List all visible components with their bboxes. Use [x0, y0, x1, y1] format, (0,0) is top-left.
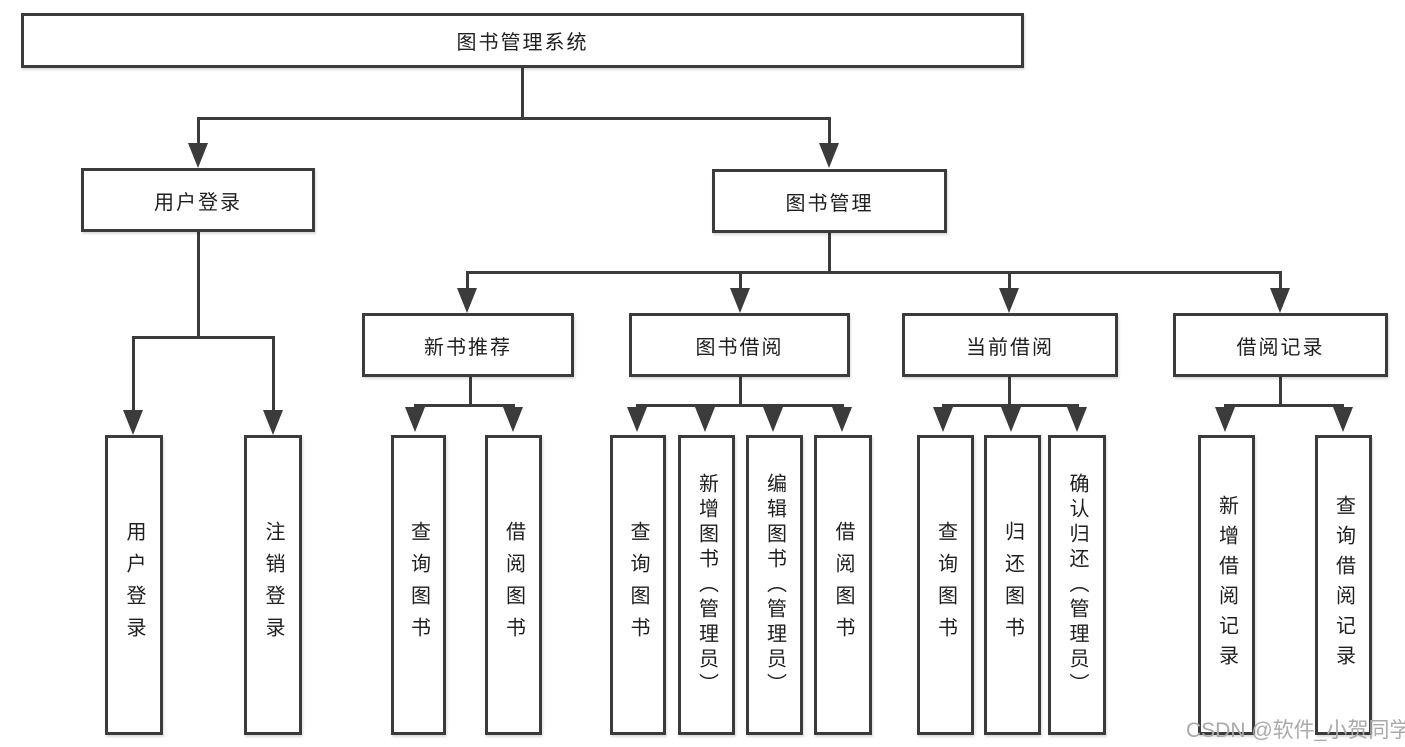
arrow-to-book-borrow — [730, 288, 750, 313]
node-book-borrowing: 图书借阅 — [629, 313, 850, 377]
arrow-to-br-query — [1333, 407, 1353, 432]
connector-book-management-stem — [828, 233, 831, 271]
connector-user-login-rail — [132, 336, 275, 339]
leaf-cb-query-books: 查询图书 — [917, 435, 974, 735]
arrow-to-bb-edit — [763, 407, 783, 432]
arrow-to-nb-borrow — [503, 407, 523, 432]
connector-current-borrow-stem — [1008, 377, 1011, 404]
arrow-to-borrow-records — [1270, 288, 1290, 313]
connector-drop-borrow-records — [1279, 273, 1282, 289]
node-book-management: 图书管理 — [712, 169, 947, 233]
leaf-bb-add-books-admin: 新增图书（管理员） — [678, 435, 735, 735]
connector-borrow-records-rail — [1224, 404, 1344, 407]
csdn-watermark: CSDN @软件_小贺同学 — [1186, 719, 1405, 742]
leaf-br-query-record: 查询借阅记录 — [1315, 435, 1372, 735]
node-current-borrowing: 当前借阅 — [902, 313, 1118, 377]
leaf-br-add-record: 新增借阅记录 — [1198, 435, 1255, 735]
leaf-bb-edit-books-admin: 编辑图书（管理员） — [746, 435, 803, 735]
leaf-bb-borrow-books: 借阅图书 — [814, 435, 872, 735]
arrow-to-user-login — [188, 143, 208, 168]
arrow-to-new-book — [457, 288, 477, 313]
leaf-nb-query-books: 查询图书 — [391, 435, 446, 735]
leaf-nb-borrow-books: 借阅图书 — [485, 435, 542, 735]
leaf-cb-return-books: 归还图书 — [984, 435, 1041, 735]
connector-drop-new-book — [466, 273, 469, 289]
arrow-to-book-management — [819, 143, 839, 168]
node-new-book-recommend: 新书推荐 — [362, 313, 574, 377]
arrow-to-leaf-logout — [263, 410, 283, 435]
connector-drop-user-login — [197, 119, 200, 145]
node-library-management-system: 图书管理系统 — [21, 13, 1024, 68]
leaf-user-login: 用户登录 — [105, 435, 163, 735]
connector-book-borrow-stem — [739, 377, 742, 404]
node-user-login: 用户登录 — [81, 168, 315, 232]
connector-current-borrow-rail — [942, 404, 1079, 407]
connector-root-stem — [521, 68, 524, 118]
arrow-to-nb-query — [405, 407, 425, 432]
connector-book-management-rail — [466, 271, 1282, 274]
connector-drop-leaf-logout — [272, 338, 275, 412]
connector-book-borrow-rail — [636, 404, 844, 407]
connector-drop-current-borrow — [1008, 273, 1011, 289]
connector-drop-book-management — [828, 119, 831, 145]
connector-drop-leaf-user-login — [132, 338, 135, 412]
node-borrowing-records: 借阅记录 — [1173, 313, 1388, 377]
arrow-to-current-borrow — [999, 288, 1019, 313]
arrow-to-bb-query — [627, 407, 647, 432]
leaf-logout-login: 注销登录 — [244, 435, 302, 735]
connector-borrow-records-stem — [1279, 377, 1282, 404]
arrow-to-br-add — [1215, 407, 1235, 432]
arrow-to-cb-query — [933, 407, 953, 432]
connector-drop-book-borrow — [739, 273, 742, 289]
connector-root-rail — [197, 117, 831, 120]
connector-user-login-stem — [197, 232, 200, 336]
connector-new-book-stem — [469, 377, 472, 404]
arrow-to-cb-return — [1001, 407, 1021, 432]
arrow-to-bb-add — [695, 407, 715, 432]
arrow-to-cb-confirm — [1067, 407, 1087, 432]
leaf-bb-query-books: 查询图书 — [610, 435, 666, 735]
arrow-to-bb-borrow — [832, 407, 852, 432]
connector-new-book-rail — [414, 404, 515, 407]
arrow-to-leaf-user-login — [123, 410, 143, 435]
leaf-cb-confirm-return-admin: 确认归还（管理员） — [1048, 435, 1106, 735]
